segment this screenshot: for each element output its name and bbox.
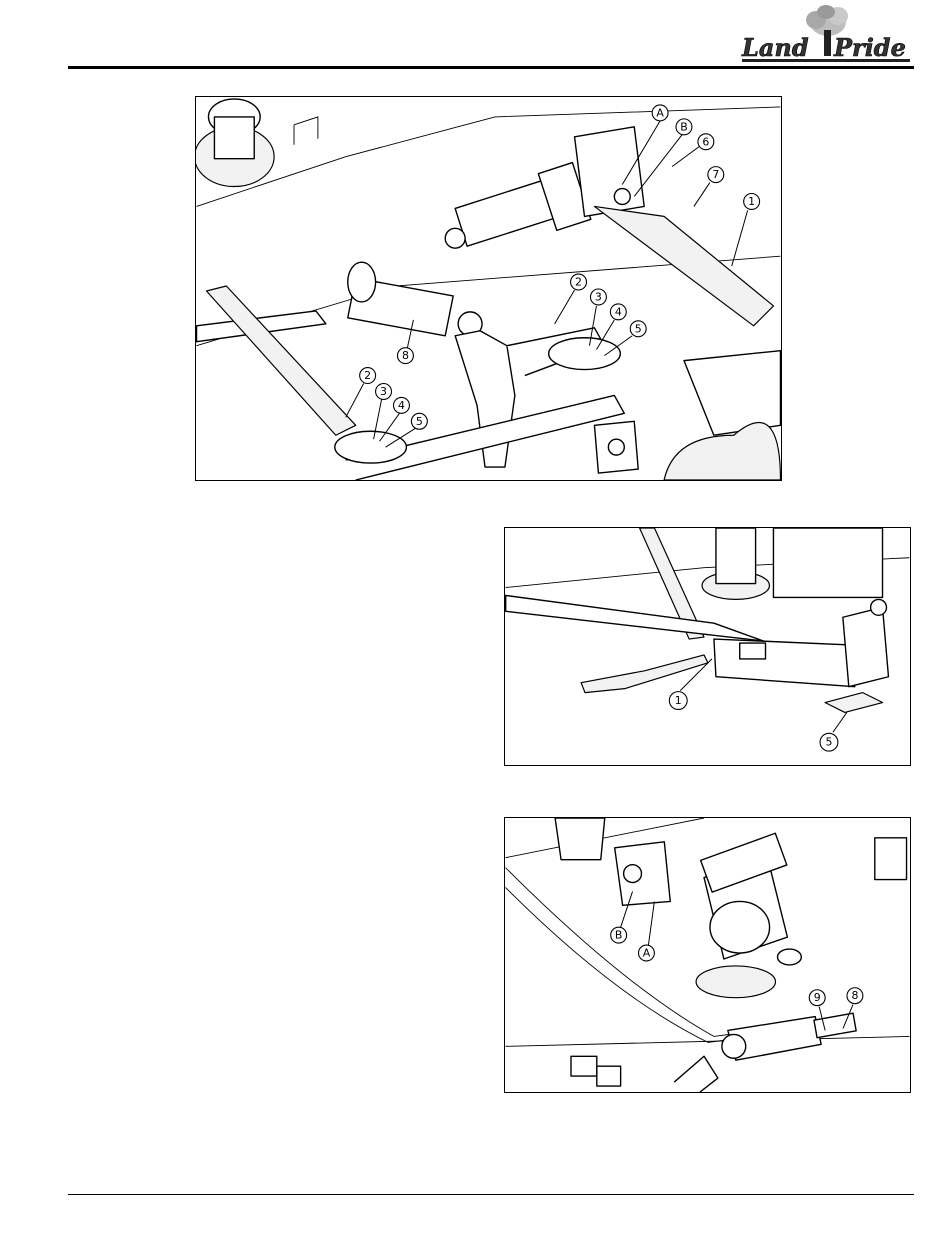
svg-text:A: A xyxy=(643,947,651,960)
svg-text:9: 9 xyxy=(814,991,821,1004)
land-pride-logo: Land Pride xyxy=(738,2,914,68)
gearbox-drawing xyxy=(196,99,274,187)
callout-A: A xyxy=(639,901,655,961)
figure-mower-hitch-overview: A B 6 7 1 2 3 4 xyxy=(195,96,782,481)
svg-text:4: 4 xyxy=(398,399,405,412)
callout-2-right: 2 xyxy=(555,274,587,324)
svg-text:3: 3 xyxy=(595,290,602,303)
svg-text:5: 5 xyxy=(635,322,642,335)
svg-text:1: 1 xyxy=(675,694,682,707)
callout-6: 6 xyxy=(672,134,714,167)
figure-gearbox-and-cylinder: B A 9 8 xyxy=(504,817,911,1093)
callout-B: B xyxy=(634,119,692,197)
svg-text:3: 3 xyxy=(380,385,387,398)
svg-text:Pride: Pride xyxy=(833,33,906,62)
header-rule xyxy=(68,66,914,69)
svg-text:5: 5 xyxy=(416,415,423,428)
svg-text:8: 8 xyxy=(851,989,858,1002)
callout-1: 1 xyxy=(732,193,760,266)
gearbox-drawing xyxy=(696,833,787,997)
upper-cylinder-drawing xyxy=(445,127,644,248)
svg-text:7: 7 xyxy=(712,168,719,181)
callout-2-left: 2 xyxy=(346,368,376,418)
svg-text:B: B xyxy=(615,929,622,942)
svg-text:4: 4 xyxy=(615,305,622,318)
svg-text:2: 2 xyxy=(364,369,371,382)
footer-rule xyxy=(68,1194,914,1195)
figure-rail-and-skid: 1 5 xyxy=(504,527,911,766)
svg-text:8: 8 xyxy=(402,349,409,362)
lower-cylinder-drawing xyxy=(348,262,482,336)
gearbox-drawing xyxy=(702,528,769,599)
svg-text:B: B xyxy=(680,120,688,133)
svg-text:1: 1 xyxy=(748,195,755,208)
svg-text:2: 2 xyxy=(575,276,582,289)
callout-5: 5 xyxy=(820,712,847,751)
svg-text:5: 5 xyxy=(826,736,833,749)
svg-text:6: 6 xyxy=(702,135,709,148)
svg-text:Land: Land xyxy=(741,33,809,62)
svg-text:A: A xyxy=(656,106,664,119)
callout-7: 7 xyxy=(694,167,724,207)
